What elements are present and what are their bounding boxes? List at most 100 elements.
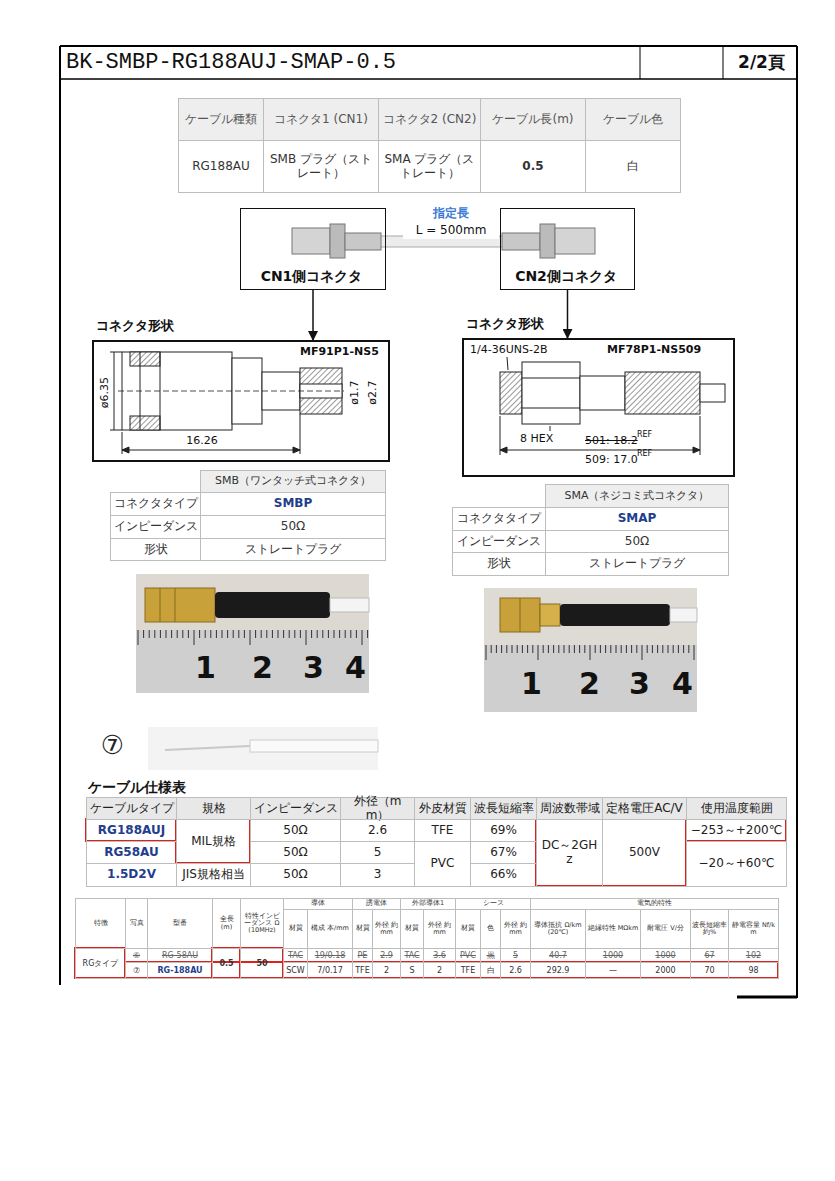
sma-connector-drawing	[580, 376, 625, 410]
connector-photo	[605, 645, 606, 653]
table-cell: 2	[372, 962, 401, 979]
table-cell: RG188AU	[178, 140, 264, 193]
connector-photo	[512, 645, 513, 653]
table-cell: RG-58AU	[147, 948, 213, 963]
table-cell: 1.5D2V	[86, 863, 177, 887]
connector-photo	[579, 645, 580, 653]
table-cell: S	[400, 962, 424, 979]
dimension-label: REF	[637, 449, 652, 458]
node-label: CN1側コネクタ	[241, 267, 382, 285]
page-frame	[60, 46, 797, 998]
connector-photo	[631, 645, 632, 653]
table-header: 構成 本/mm	[307, 909, 353, 949]
connector-photo	[145, 588, 215, 622]
table-cell: −20～+60℃	[686, 841, 787, 887]
connector-photo	[250, 630, 251, 645]
smb-connector-drawing	[122, 450, 300, 451]
table-cell: 形状	[110, 538, 201, 561]
table-header: 写真	[125, 898, 148, 949]
sma-connector-drawing	[500, 450, 700, 451]
table-header: 特徴	[75, 898, 126, 949]
connector-photo	[522, 645, 523, 653]
table-cell: 0.5	[212, 948, 241, 979]
table-cell: 19/0.18	[307, 948, 353, 963]
connector-photo	[678, 645, 679, 653]
table-cell: 白	[585, 140, 681, 193]
dimension-label: 指定長	[425, 206, 476, 222]
table-header: コネクタ2 (CN2)	[378, 98, 481, 141]
table-header: 波長短縮率	[470, 797, 537, 820]
cable-assembly-sketch	[502, 233, 540, 250]
connector-photo	[188, 630, 189, 638]
connector-photo	[328, 630, 329, 638]
connector-photo	[311, 630, 312, 638]
page-number: 2/2頁	[730, 50, 793, 75]
sma-connector-drawing	[700, 384, 725, 402]
connector-photo	[244, 630, 245, 638]
connector-photo	[496, 645, 497, 653]
connector-photo	[621, 645, 622, 653]
connector-photo	[278, 630, 279, 638]
table-header: ケーブル長(m)	[480, 98, 586, 141]
table-cell: 2.6	[340, 819, 415, 842]
table-cell: 2.6	[500, 962, 531, 979]
connector-photo	[166, 630, 167, 638]
connector-photo	[171, 630, 172, 638]
ruler-number: 4	[340, 648, 371, 689]
dimension-label: 509: 17.0	[585, 453, 638, 466]
smb-connector-drawing	[300, 414, 301, 454]
connector-photo	[194, 630, 195, 645]
table-header: 波長短縮率 約%	[690, 909, 729, 949]
table-header: 定格電圧AC/V	[602, 797, 687, 820]
connector-photo	[652, 645, 653, 653]
cable-assembly-sketch	[330, 224, 345, 258]
table-cell: 3	[340, 863, 415, 887]
connector-photo	[569, 645, 570, 653]
dimension-label: 501: 18.2	[585, 434, 638, 447]
connector-photo	[266, 630, 267, 638]
cable-assembly-sketch	[540, 224, 555, 258]
table-cell: 69%	[470, 819, 537, 842]
table-cell: TFE	[414, 819, 471, 842]
connector-photo	[154, 630, 155, 638]
connector-photo	[160, 630, 161, 638]
table-cell: 形状	[452, 552, 546, 576]
table-cell: 3.6	[423, 948, 456, 963]
connector-photo	[317, 630, 318, 638]
table-cell: インピーダンス	[452, 530, 546, 553]
connector-photo	[233, 630, 234, 638]
connector-photo	[484, 588, 697, 712]
connector-photo	[600, 645, 601, 653]
table-cell: 500V	[602, 819, 687, 887]
table-header: 絶縁特性 MΩkm	[585, 909, 641, 949]
sma-connector-drawing	[550, 426, 551, 431]
connector-photo	[584, 645, 585, 653]
dimension-label: L = 500mm	[403, 222, 499, 239]
connector-photo	[491, 645, 492, 653]
table-cell: 66%	[470, 863, 537, 887]
table-header: インピーダンス	[250, 797, 341, 820]
table-cell: ストレートプラグ	[200, 538, 386, 561]
table-header: 材質	[283, 909, 308, 949]
connector-photo	[216, 630, 217, 638]
sma-connector-drawing	[500, 416, 501, 455]
connector-photo	[222, 630, 223, 638]
page-frame	[60, 45, 797, 47]
page-frame	[59, 46, 61, 985]
connector-photo	[662, 645, 663, 653]
connector-photo	[543, 645, 544, 653]
dimension-label: ø6.35	[98, 373, 111, 413]
table-cell: コネクタタイプ	[110, 492, 201, 516]
connector-photo	[506, 645, 507, 653]
table-cell: 50Ω	[250, 863, 341, 887]
dimension-label: REF	[637, 430, 652, 439]
table-header: ケーブル種類	[178, 98, 264, 141]
table-cell: SMBP	[200, 492, 386, 516]
connector-photo	[149, 630, 150, 638]
cable-photo	[148, 727, 378, 770]
connector-photo	[647, 645, 648, 653]
highlight-frame	[75, 819, 786, 978]
table-cell: 98	[728, 962, 779, 979]
connector-photo	[215, 592, 330, 618]
smb-connector-drawing	[130, 416, 160, 430]
